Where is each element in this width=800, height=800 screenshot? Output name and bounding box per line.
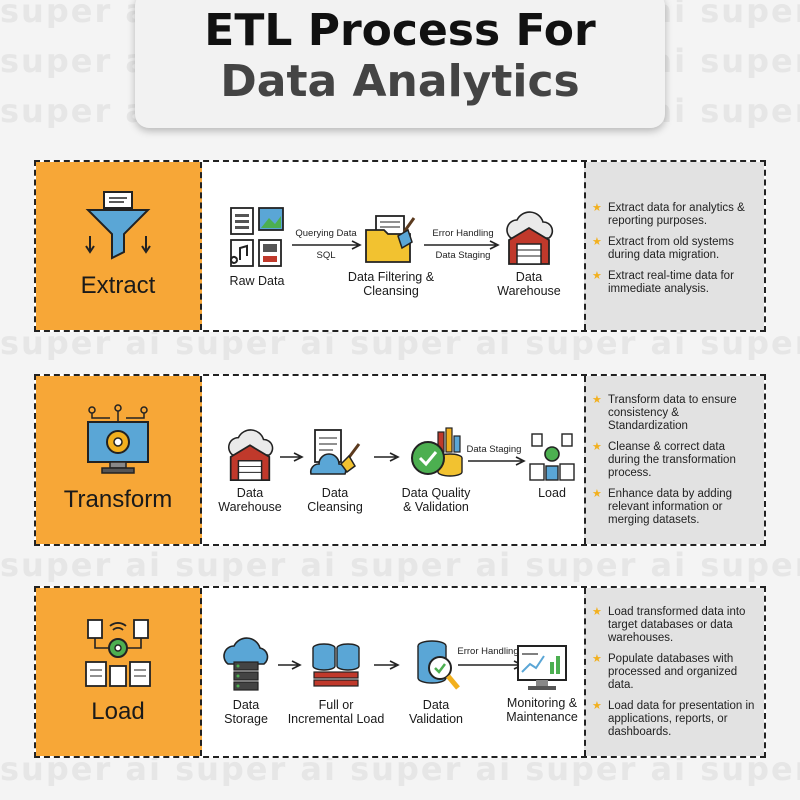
page-subtitle: Data Analytics [220,56,580,107]
flow-label: Data Validation [409,698,463,726]
arrow-label-bottom: Data Staging [435,250,491,261]
flow-label: Monitoring & Maintenance [506,696,578,724]
note-item: ★Extract real-time data for immediate an… [592,270,734,295]
flow-label: Data Filtering & Cleansing [347,270,435,298]
warehouse-cloud-icon [506,211,554,265]
star-icon: ★ [592,394,602,406]
load-section: Load Data Storage Full or Incremental Lo… [34,586,766,758]
note-item: ★Cleanse & correct data during the trans… [592,441,736,479]
flow-load: Load [522,432,582,500]
note-item: ★Load data for presentation in applicati… [592,700,755,738]
arrow-right-icon [468,456,526,466]
flow-label: Data Quality & Validation [401,486,471,514]
stage-label-transform: Transform [63,486,173,513]
note-item: ★Extract from old systems during data mi… [592,236,734,261]
star-icon: ★ [592,236,602,248]
flow-label: Full or Incremental Load [287,698,385,726]
note-item: ★Extract data for analytics & reporting … [592,202,745,227]
flow-data-filtering: Data Filtering & Cleansing [338,212,444,298]
note-item: ★Transform data to ensure consistency & … [592,394,737,432]
flow-label: Data Warehouse [497,270,561,298]
note-item: ★Populate databases with processed and o… [592,653,738,691]
arrow-right-icon [374,660,400,670]
arrow-right-icon [280,452,304,462]
flow-monitoring: Monitoring & Maintenance [496,644,588,724]
cloud-storage-icon [223,637,269,691]
stage-label-extract: Extract [80,272,156,299]
arrow-label-top: Data Staging [466,444,522,455]
stage-box-load: Load [36,588,202,756]
note-item: ★Load transformed data into target datab… [592,606,746,644]
star-icon: ★ [592,270,602,282]
flow-data-validation: Data Validation [398,638,474,726]
note-item: ★Enhance data by adding relevant informa… [592,488,733,526]
arrow-label-bottom: SQL [316,250,336,261]
star-icon: ★ [592,606,602,618]
arrow-label-top: Error Handling [432,228,494,239]
star-icon: ★ [592,202,602,214]
flow-data-storage: Data Storage [208,636,284,726]
monitor-gear-icon [87,404,149,474]
notes-panel-transform: ★Transform data to ensure consistency & … [584,376,764,544]
arrow-right-icon [292,240,362,250]
funnel-icon [85,191,151,260]
flow-incremental-load: Full or Incremental Load [280,640,392,726]
flow-label: Data Warehouse [218,486,282,514]
star-icon: ★ [592,653,602,665]
quality-validation-icon [411,427,463,477]
star-icon: ★ [592,700,602,712]
extract-section: Extract Raw Data Querying Data SQL Data … [34,160,766,332]
flow-raw-data: Raw Data [212,204,302,288]
flow-data-quality: Data Quality & Validation [392,426,480,514]
title-box: ETL Process For Data Analytics [135,0,665,128]
monitor-chart-icon [517,645,567,690]
arrow-right-icon [278,660,302,670]
page-title: ETL Process For [204,5,596,56]
arrow-right-icon [374,452,400,462]
watermark-row: super ai super ai super ai super ai supe… [0,548,800,582]
flow-label: Load [538,486,566,500]
flow-data-warehouse: Data Warehouse [484,208,574,298]
folder-cleansing-icon [365,215,416,263]
notes-panel-extract: ★Extract data for analytics & reporting … [584,162,764,330]
arrow-label-top: Error Handling [457,646,519,657]
transform-section: Transform Data Warehouse Data Cleansing [34,374,766,546]
flow-label: Data Cleansing [307,486,363,514]
star-icon: ★ [592,441,602,453]
arrow-label-top: Querying Data [295,228,357,239]
flow-label: Data Storage [224,698,268,726]
flow-label: Raw Data [229,274,285,288]
cleansing-icon [309,429,361,475]
stage-box-extract: Extract [36,162,202,330]
arrow-right-icon [424,240,500,250]
stage-box-transform: Transform [36,376,202,544]
validation-search-icon [417,640,460,690]
network-servers-icon [85,619,151,687]
servers-icon [529,433,575,481]
warehouse-cloud-icon [228,429,274,481]
star-icon: ★ [592,488,602,500]
raw-data-icon [230,207,284,267]
flow-data-warehouse: Data Warehouse [208,426,292,514]
notes-panel-load: ★Load transformed data into target datab… [584,588,764,756]
database-icon [312,643,360,687]
flow-data-cleansing: Data Cleansing [298,426,372,514]
stage-label-load: Load [91,698,145,725]
